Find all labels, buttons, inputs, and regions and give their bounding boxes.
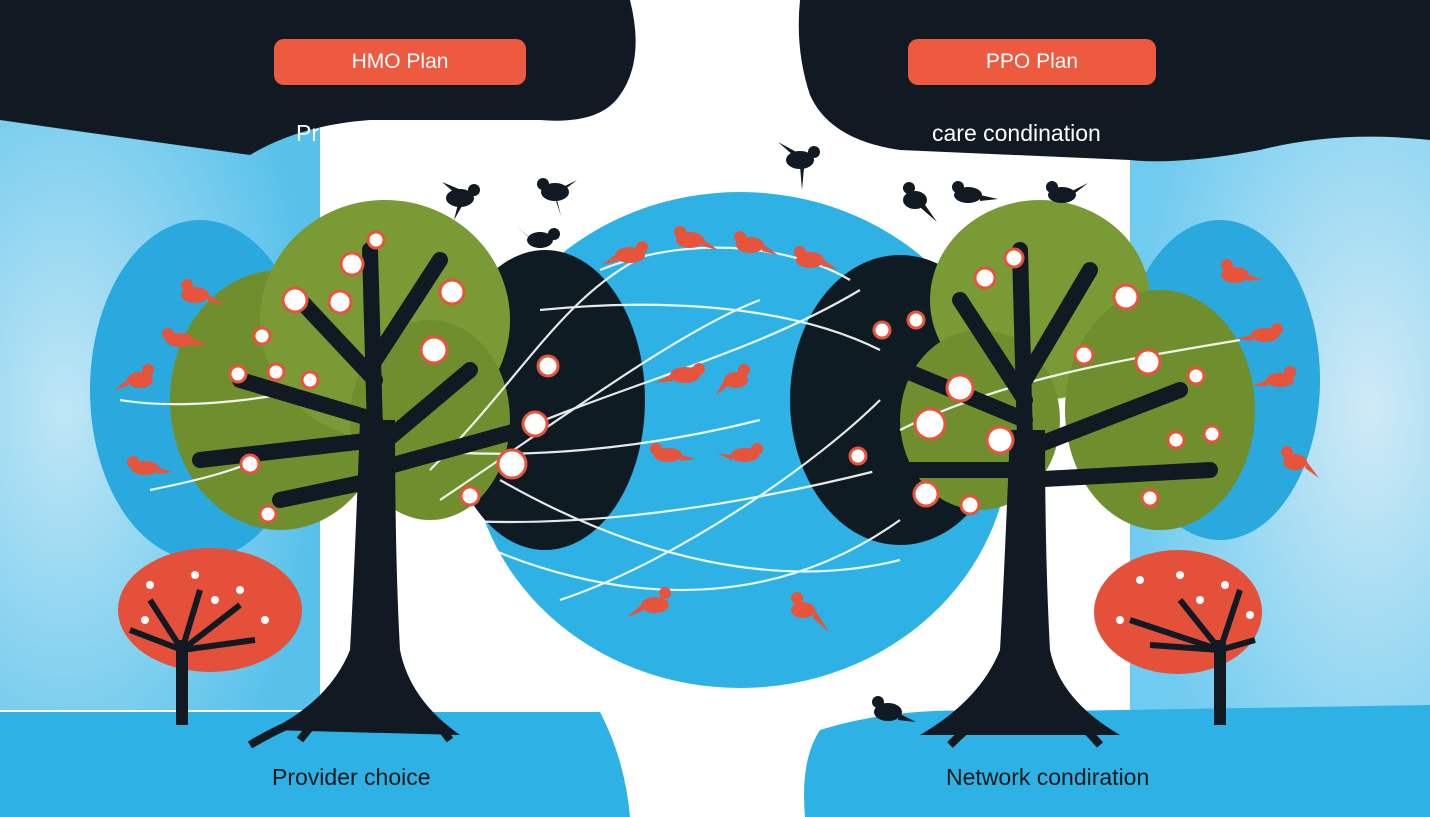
- ppo-plan-badge: PPO Plan: [908, 39, 1156, 85]
- provider-badges: [228, 230, 1222, 524]
- red-birds: [114, 226, 1319, 632]
- right-ground: [804, 705, 1430, 817]
- black-birds: [442, 142, 1088, 722]
- hmo-plan-badge: HMO Plan: [274, 39, 526, 85]
- network-connections: [119, 246, 1241, 602]
- right-small-tree: [1094, 550, 1262, 725]
- left-small-tree: [118, 548, 302, 725]
- left-subtitle: Provider choetion: [296, 120, 475, 146]
- hmo-plan-label: HMO Plan: [351, 50, 449, 73]
- left-ground: [0, 712, 630, 817]
- left-main-tree: [192, 242, 528, 749]
- left-footer-label: Provider choice: [272, 764, 431, 790]
- right-footer-label: Network condiration: [946, 764, 1150, 790]
- right-subtitle: care condination: [932, 120, 1101, 146]
- ppo-plan-label: PPO Plan: [985, 50, 1079, 73]
